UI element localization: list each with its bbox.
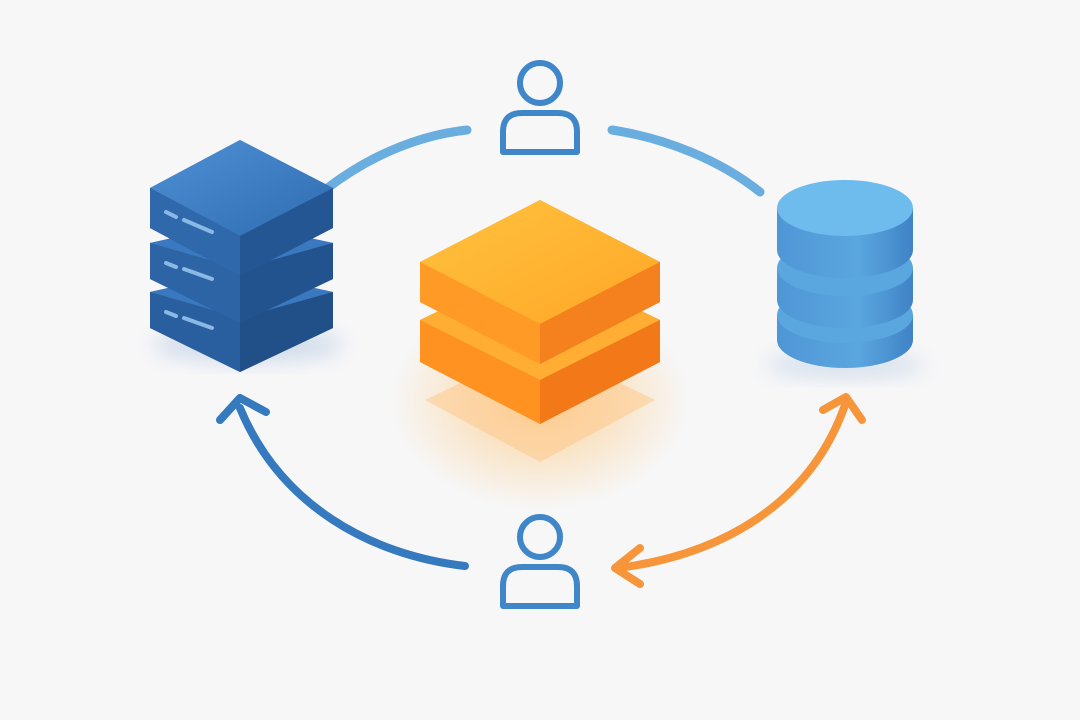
- arrowhead-database: [819, 393, 866, 424]
- layers-stack-icon: [390, 200, 690, 510]
- link-server-to-user-top: [320, 125, 472, 195]
- database-icon: [765, 180, 925, 379]
- user-icon-top: [500, 60, 580, 155]
- server-stack-icon: [150, 140, 343, 372]
- connectors: [216, 125, 866, 588]
- arrowhead-server: [216, 394, 270, 424]
- link-user-bottom-to-database-arrow: [614, 401, 849, 572]
- user-icon-bottom: [500, 514, 580, 609]
- arrowhead-user-bottom: [611, 544, 644, 588]
- link-user-top-to-database: [607, 125, 765, 197]
- link-user-bottom-to-server-arrow: [236, 404, 469, 570]
